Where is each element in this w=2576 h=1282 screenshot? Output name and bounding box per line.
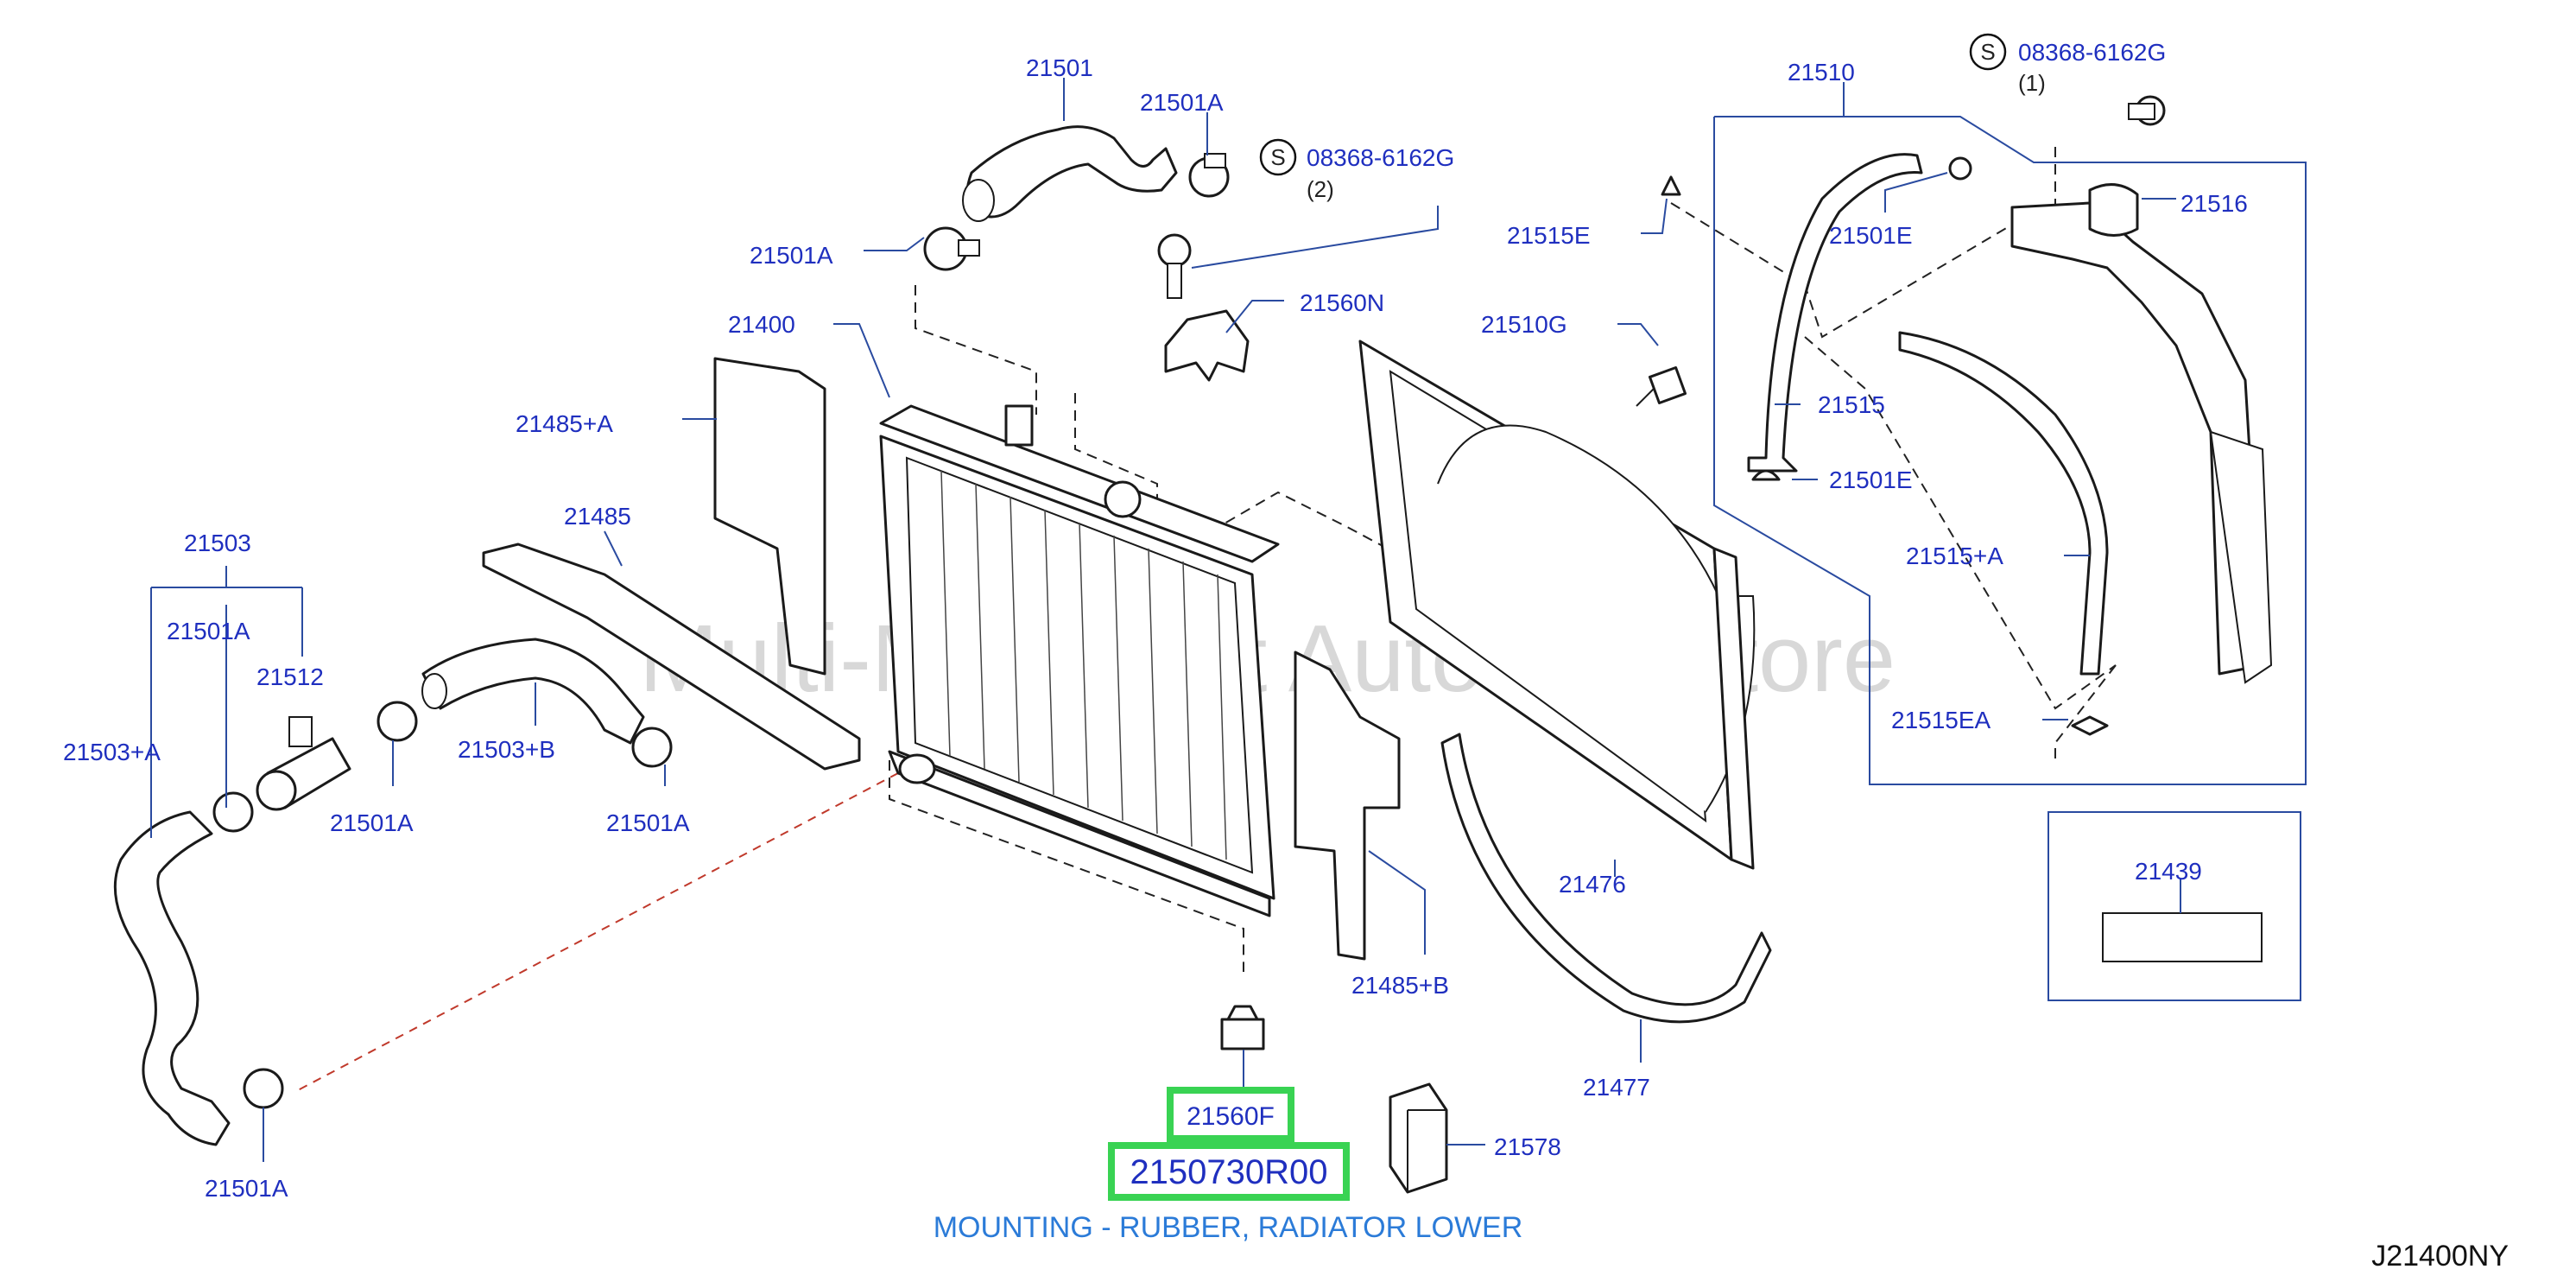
label-21512: 21512	[256, 663, 324, 690]
fitting-21512	[256, 716, 351, 811]
label-21439-plate	[2102, 912, 2263, 962]
label-21503: 21503	[184, 530, 251, 556]
radiator-21400	[879, 404, 1280, 917]
fan-shroud-21476	[1358, 340, 1756, 870]
label-21510: 21510	[1788, 59, 1855, 86]
label-21501E-bot: 21501E	[1829, 466, 1913, 493]
label-21501A-bottom: 21501A	[205, 1175, 288, 1202]
label-21516: 21516	[2180, 190, 2248, 217]
label-21476: 21476	[1559, 871, 1626, 898]
label-21501A-b1: 21501A	[330, 809, 414, 836]
label-21485: 21485	[564, 503, 631, 530]
highlight-part-ref: 21560F	[1187, 1102, 1275, 1131]
label-21515: 21515	[1818, 391, 1885, 418]
clamps-lower	[212, 701, 673, 1109]
label-08368-a-qty: (2)	[1307, 176, 1334, 202]
bracket-21560N	[1164, 309, 1250, 382]
label-21501: 21501	[1026, 54, 1093, 81]
label-21485B: 21485+B	[1351, 972, 1449, 999]
clips-21501E	[1661, 156, 2109, 736]
air-guide-21485A	[713, 357, 826, 676]
label-21501A-b2: 21501A	[606, 809, 690, 836]
highlight-number-box	[1108, 1142, 1350, 1201]
callout-labels: 21501 21501A 08368-6162G (2) 21501A 2156…	[63, 39, 2248, 1202]
label-21503A: 21503+A	[63, 739, 161, 765]
reservoir-group-box	[1713, 116, 2307, 785]
highlight-part-description: MOUNTING - RUBBER, RADIATOR LOWER	[934, 1211, 1523, 1244]
label-21439-box	[2048, 811, 2301, 1001]
bolt-21510G	[1636, 365, 1687, 407]
svg-text:S: S	[1980, 39, 1995, 65]
svg-text:S: S	[1270, 144, 1285, 170]
strap-21477	[1440, 733, 1772, 1024]
standard-part-symbol-a: S	[1259, 138, 1297, 176]
bolt-08368-a	[1157, 233, 1192, 299]
lower-hose-21503B	[421, 638, 645, 745]
label-21501E-top: 21501E	[1829, 222, 1913, 249]
hose-align-dashed-line	[297, 772, 899, 1091]
lower-hose-21503A	[113, 810, 231, 1146]
label-21501A-mid: 21501A	[167, 618, 250, 644]
label-21477: 21477	[1583, 1074, 1650, 1101]
upper-hose-21501	[965, 125, 1178, 219]
clamp-21501A-left	[923, 226, 980, 271]
reservoir-tank	[2010, 183, 2273, 684]
clamp-21501A-top	[1188, 153, 1230, 198]
highlighted-part[interactable]: 21560F 2150730R00 MOUNTING - RUBBER, RAD…	[934, 1087, 1523, 1244]
label-21400: 21400	[728, 311, 795, 338]
label-21515A: 21515+A	[1906, 543, 2003, 569]
assembly-dashed-lines	[889, 147, 2117, 972]
label-08368-a: 08368-6162G	[1307, 144, 1454, 171]
bolt-08368-b	[2128, 95, 2166, 126]
label-21560N: 21560N	[1300, 289, 1384, 316]
label-21515EA: 21515EA	[1891, 707, 1991, 733]
label-21510G: 21510G	[1481, 311, 1567, 338]
label-21503B: 21503+B	[458, 736, 555, 763]
air-guide-21485B	[1294, 651, 1401, 961]
label-08368-b-qty: (1)	[2018, 70, 2046, 96]
label-08368-b: 08368-6162G	[2018, 39, 2166, 66]
standard-part-symbol-b: S	[1969, 33, 2007, 71]
drawing-code: J21400NY	[2371, 1240, 2509, 1272]
label-21515E: 21515E	[1507, 222, 1591, 249]
leader-lines	[150, 78, 2176, 1162]
highlight-part-number[interactable]: 2150730R00	[1130, 1153, 1327, 1191]
hose-21515A	[1898, 331, 2109, 676]
lower-mount-21560F	[1220, 1005, 1265, 1050]
label-21501A-top: 21501A	[1140, 89, 1224, 116]
relay-21578	[1389, 1082, 1448, 1194]
label-21578: 21578	[1494, 1133, 1561, 1160]
hose-21515	[1747, 153, 1923, 473]
label-21439: 21439	[2135, 858, 2202, 885]
label-21485A: 21485+A	[516, 410, 613, 437]
label-21501A-left: 21501A	[750, 242, 833, 269]
highlight-ref-box	[1167, 1087, 1294, 1142]
air-guide-21485	[482, 543, 861, 771]
